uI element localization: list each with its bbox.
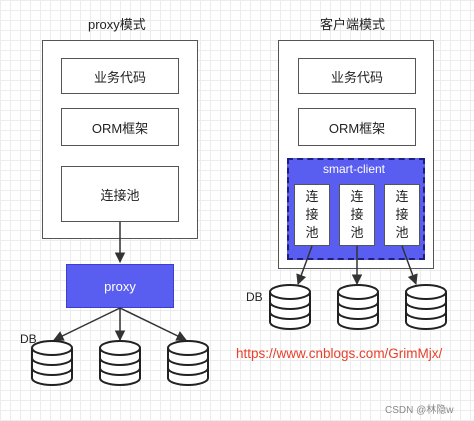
database-icon (31, 340, 73, 386)
pool1-to-db-arrow (296, 245, 313, 285)
pool-char: 接 (395, 207, 409, 222)
pool-char: 接 (350, 207, 364, 222)
client-pool-2: 连 接 池 (339, 184, 375, 246)
client-orm-box: ORM框架 (298, 108, 416, 146)
pool-char: 池 (305, 225, 319, 240)
database-icon (337, 284, 379, 330)
pool-char: 连 (350, 189, 364, 204)
source-url: https://www.cnblogs.com/GrimMjx/ (236, 346, 443, 361)
smart-client-label: smart-client (323, 162, 386, 176)
proxy-business-code-box: 业务代码 (61, 58, 179, 94)
client-pool-3: 连 接 池 (384, 184, 420, 246)
csdn-watermark: CSDN @林隐w (385, 405, 454, 416)
proxy-connection-pool-box: 连接池 (61, 166, 179, 222)
client-pool-1: 连 接 池 (294, 184, 330, 246)
pool-char: 连 (395, 189, 409, 204)
database-icon (99, 340, 141, 386)
pool3-to-db-arrow (401, 245, 418, 285)
pool-char: 池 (350, 225, 364, 240)
pool-char: 接 (305, 207, 319, 222)
client-mode-title: 客户端模式 (320, 17, 386, 32)
pool-char: 连 (305, 189, 319, 204)
proxy-box: proxy (66, 264, 174, 308)
client-db-label: DB (246, 290, 263, 304)
proxy-to-db1-arrow (53, 307, 121, 341)
database-icon (269, 284, 311, 330)
client-business-code-box: 业务代码 (298, 58, 416, 94)
proxy-orm-box: ORM框架 (61, 108, 179, 146)
proxy-to-db3-arrow (119, 307, 187, 341)
database-icon (167, 340, 209, 386)
proxy-mode-title: proxy模式 (88, 17, 146, 32)
pool-char: 池 (395, 225, 409, 240)
proxy-db-label: DB (20, 332, 37, 346)
database-icon (405, 284, 447, 330)
